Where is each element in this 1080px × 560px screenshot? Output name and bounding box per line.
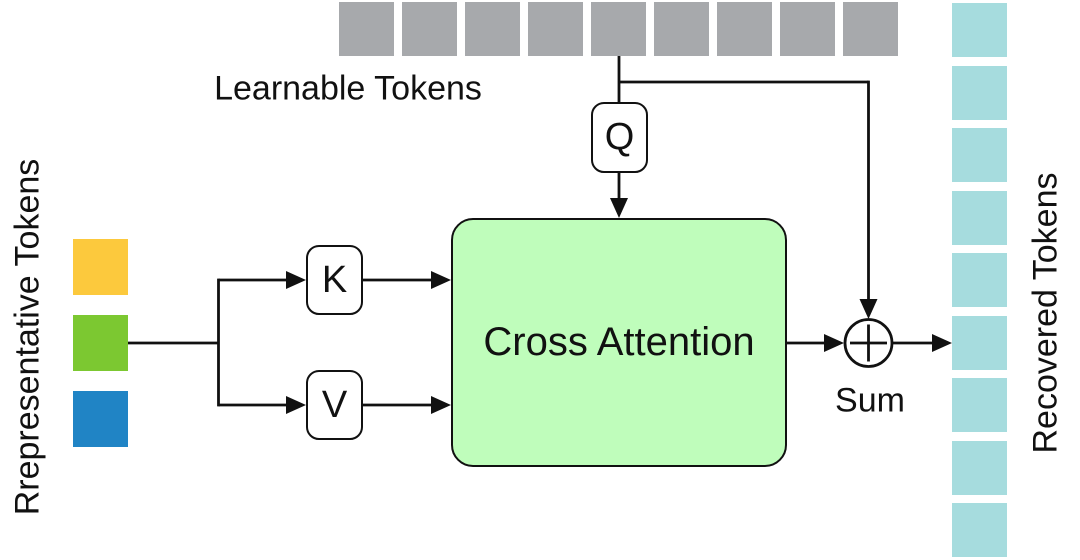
cross-attention-box: Cross Attention xyxy=(451,218,787,467)
learnable-tokens-label: Learnable Tokens xyxy=(214,69,482,108)
arrowhead-into-recovered xyxy=(932,334,952,352)
recovered-token xyxy=(952,128,1007,182)
representative-tokens-label: Rrepresentative Tokens xyxy=(8,158,47,516)
sum-label: Sum xyxy=(835,381,905,420)
learnable-token xyxy=(528,2,583,56)
recovered-token xyxy=(952,3,1007,57)
value-box: V xyxy=(306,370,363,440)
learnable-token xyxy=(402,2,457,56)
plus-icon xyxy=(850,324,887,362)
learnable-token xyxy=(843,2,898,56)
recovered-token xyxy=(952,253,1007,307)
recovered-token xyxy=(952,65,1007,120)
learnable-token xyxy=(591,2,646,56)
recovered-token xyxy=(952,190,1007,245)
recovered-tokens-label: Recovered Tokens xyxy=(1026,172,1065,454)
arrowhead-into-k xyxy=(286,271,306,289)
learnable-token xyxy=(339,2,394,56)
learnable-token xyxy=(465,2,520,56)
representative-token xyxy=(73,391,128,447)
arrowhead-v-into-attention xyxy=(431,396,451,414)
recovered-token xyxy=(952,378,1007,432)
arrowhead-skip-into-sum xyxy=(859,299,878,319)
learnable-token xyxy=(717,2,772,56)
recovered-token xyxy=(952,315,1007,370)
representative-token xyxy=(73,315,128,371)
learnable-token-row xyxy=(339,2,898,56)
arrowhead-into-sum-left xyxy=(824,334,844,352)
learnable-token xyxy=(780,2,835,56)
representative-token-column xyxy=(73,239,128,447)
representative-token xyxy=(73,239,128,295)
learnable-token xyxy=(654,2,709,56)
arrowhead-into-v xyxy=(286,396,306,414)
recovered-token-column xyxy=(952,3,1007,557)
query-box: Q xyxy=(591,102,648,173)
recovered-token xyxy=(952,503,1007,557)
arrowhead-k-into-attention xyxy=(431,271,451,289)
key-box: K xyxy=(306,245,363,315)
recovered-token xyxy=(952,440,1007,495)
arrowhead-q-into-attention xyxy=(610,198,628,218)
